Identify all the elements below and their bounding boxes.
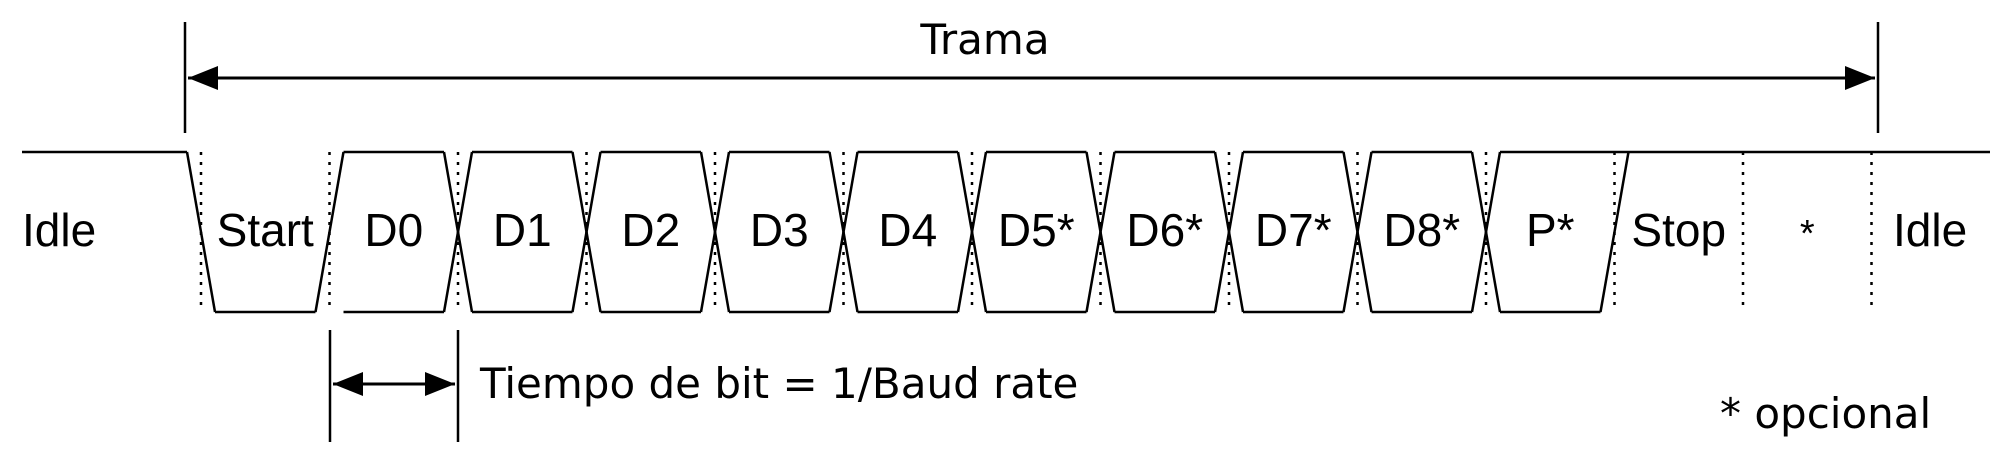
bit-label-10: P*	[1526, 204, 1575, 256]
bit-boundaries	[199, 152, 1873, 312]
bit-label-7: D6*	[1126, 204, 1203, 256]
bit-label-12: *	[1800, 213, 1815, 255]
bit-labels: Start D0 D1 D2 D3 D4 D5* D6* D7* D8* P* Stop *	[217, 204, 1815, 256]
bit-time-label: Tiempo de bit = 1/Baud rate	[479, 359, 1078, 408]
bit-label-8: D7*	[1255, 204, 1332, 256]
bit-label-11: Stop	[1631, 204, 1726, 256]
idle-right-label: Idle	[1893, 204, 1967, 256]
bit-label-3: D2	[621, 204, 680, 256]
bit-label-0: Start	[217, 204, 314, 256]
bit-label-9: D8*	[1383, 204, 1460, 256]
bit-label-6: D5*	[998, 204, 1075, 256]
bit-label-4: D3	[750, 204, 809, 256]
bit-label-5: D4	[878, 204, 937, 256]
bit-label-1: D0	[364, 204, 423, 256]
bit-label-2: D1	[493, 204, 552, 256]
idle-left-label: Idle	[22, 204, 96, 256]
frame-label: Trama	[919, 15, 1049, 64]
optional-legend: * opcional	[1720, 389, 1931, 438]
